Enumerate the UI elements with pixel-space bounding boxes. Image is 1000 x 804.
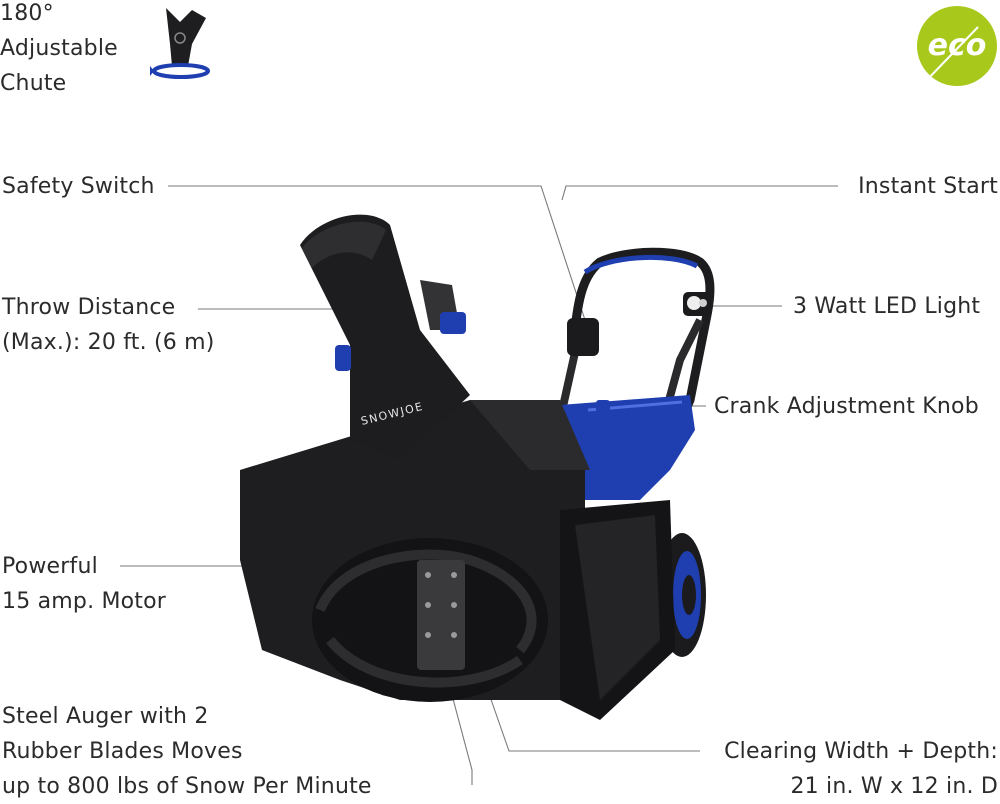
eco-text: eco <box>928 28 987 63</box>
leader-safety-switch <box>168 185 586 321</box>
eco-badge: eco <box>916 5 998 87</box>
motor-housing <box>560 395 695 500</box>
leader-clearing <box>486 687 700 752</box>
discharge-chute <box>300 214 470 460</box>
leader-instant-start <box>561 185 838 201</box>
crank-knob-label: Crank Adjustment Knob <box>714 394 979 419</box>
clearing-label: Clearing Width + Depth: 21 in. W x 12 in… <box>724 739 998 799</box>
chute-label: 180° Adjustable Chute <box>0 1 118 96</box>
led-light-label: 3 Watt LED Light <box>793 294 981 319</box>
safety-switch-label: Safety Switch <box>2 174 155 199</box>
throw-distance-label: Throw Distance (Max.): 20 ft. (6 m) <box>2 295 215 355</box>
auger-label: Steel Auger with 2 Rubber Blades Moves u… <box>2 704 372 799</box>
chute-rotation-icon <box>150 8 210 79</box>
motor-label: Powerful 15 amp. Motor <box>2 554 167 614</box>
instant-start-label: Instant Start <box>858 174 998 199</box>
